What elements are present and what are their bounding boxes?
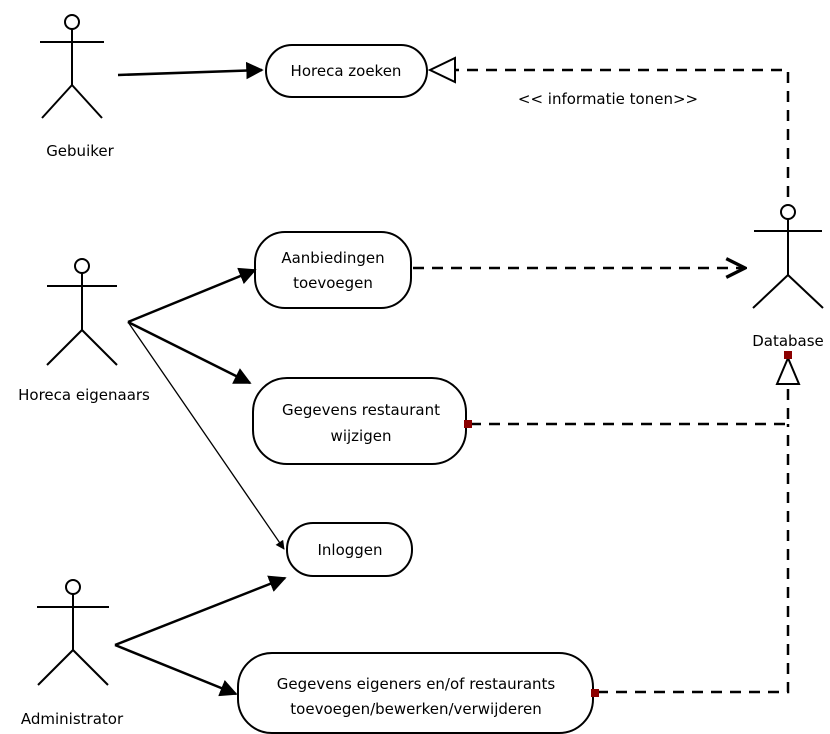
actor-horeca-eigenaars[interactable] <box>46 258 118 366</box>
actor-administrator[interactable] <box>37 579 109 686</box>
actor-head-icon <box>780 204 796 220</box>
actor-head-icon <box>64 14 80 30</box>
usecase-aanbiedingen-toevoegen[interactable]: Aanbiedingen toevoegen <box>254 231 412 309</box>
dependency-database-horeca-zoeken[interactable] <box>455 68 790 197</box>
port-icon <box>784 351 792 359</box>
triangle-arrow-icon <box>427 56 456 84</box>
dependency-gegevens-restaurant-database[interactable] <box>470 385 790 426</box>
usecase-label-line2: wijzigen <box>331 427 392 445</box>
assoc-gebuiker-horeca-zoeken[interactable] <box>117 61 264 80</box>
usecase-label-line1: Aanbiedingen <box>281 249 384 267</box>
port-icon <box>464 420 472 428</box>
usecase-label-line1: Gegevens restaurant <box>282 401 440 419</box>
actor-database[interactable] <box>752 204 824 309</box>
actor-gebuiker[interactable] <box>40 14 104 119</box>
actor-label-administrator: Administrator <box>21 710 124 728</box>
actor-label-gebuiker: Gebuiker <box>46 142 114 160</box>
actor-label-horeca-eigenaars: Horeca eigenaars <box>18 386 150 404</box>
triangle-arrow-icon <box>775 355 801 385</box>
usecase-label: Horeca zoeken <box>291 62 402 80</box>
usecase-label-line1: Gegevens eigeners en/of restaurants <box>277 675 556 693</box>
assoc-admin-gegevens-eigeners[interactable] <box>114 643 238 697</box>
usecase-horeca-zoeken[interactable]: Horeca zoeken <box>265 44 428 98</box>
usecase-label-line2: toevoegen/bewerken/verwijderen <box>290 700 541 718</box>
assoc-horeca-inloggen[interactable] <box>127 321 285 550</box>
actor-label-database: Database <box>752 332 824 350</box>
assoc-admin-inloggen[interactable] <box>114 575 287 647</box>
actor-head-icon <box>65 579 81 595</box>
port-icon <box>591 689 599 697</box>
usecase-label: Inloggen <box>317 541 382 559</box>
stereotype-informatie-tonen: << informatie tonen>> <box>518 90 698 108</box>
usecase-inloggen[interactable]: Inloggen <box>286 522 413 577</box>
usecase-gegevens-restaurant-wijzigen[interactable]: Gegevens restaurant wijzigen <box>252 377 467 465</box>
actor-head-icon <box>74 258 90 274</box>
usecase-label-line2: toevoegen <box>293 274 373 292</box>
dependency-gegevens-eigeners-database[interactable] <box>597 424 790 694</box>
usecase-gegevens-eigeners[interactable]: Gegevens eigeners en/of restaurants toev… <box>237 652 594 734</box>
assoc-horeca-aanbiedingen[interactable] <box>127 267 257 324</box>
assoc-horeca-gegevens-restaurant[interactable] <box>127 320 252 385</box>
